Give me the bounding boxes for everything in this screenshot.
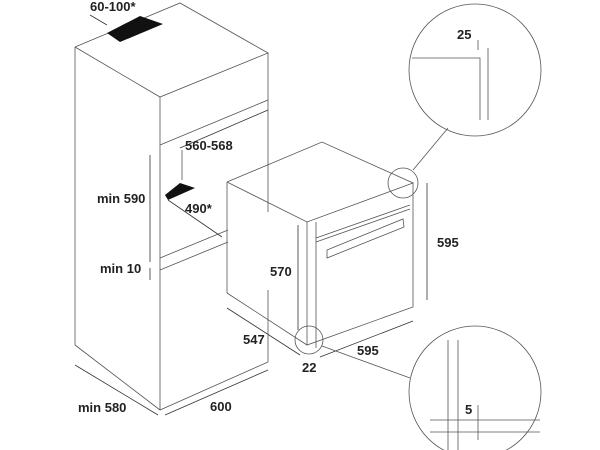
label-vent-depth: 60-100* <box>90 0 136 14</box>
dimension-lines <box>74 14 428 416</box>
label-niche-depth: 490* <box>185 201 213 216</box>
label-oven-width: 595 <box>357 343 379 358</box>
label-niche-width: 560-568 <box>185 138 233 153</box>
label-niche-height: min 590 <box>97 191 145 206</box>
oven <box>226 141 415 348</box>
label-detail-bottom-gap: 5 <box>465 402 472 417</box>
label-oven-body-height: 570 <box>270 264 292 279</box>
label-oven-height: 595 <box>437 235 459 250</box>
label-detail-top-gap: 25 <box>457 27 471 42</box>
detail-callouts <box>294 3 542 450</box>
label-cabinet-width: 600 <box>210 399 232 414</box>
oven-handle <box>326 218 405 259</box>
vent-slot <box>107 16 163 42</box>
label-bottom-gap: min 10 <box>100 261 141 276</box>
label-oven-depth: 547 <box>243 332 265 347</box>
niche-vent-slot <box>165 183 195 200</box>
dimension-labels: 60-100* 25 560-568 min 590 490* 595 570 … <box>78 0 472 417</box>
label-door-thickness: 22 <box>302 360 316 375</box>
cabinet <box>74 2 269 411</box>
label-cabinet-depth: min 580 <box>78 400 126 415</box>
